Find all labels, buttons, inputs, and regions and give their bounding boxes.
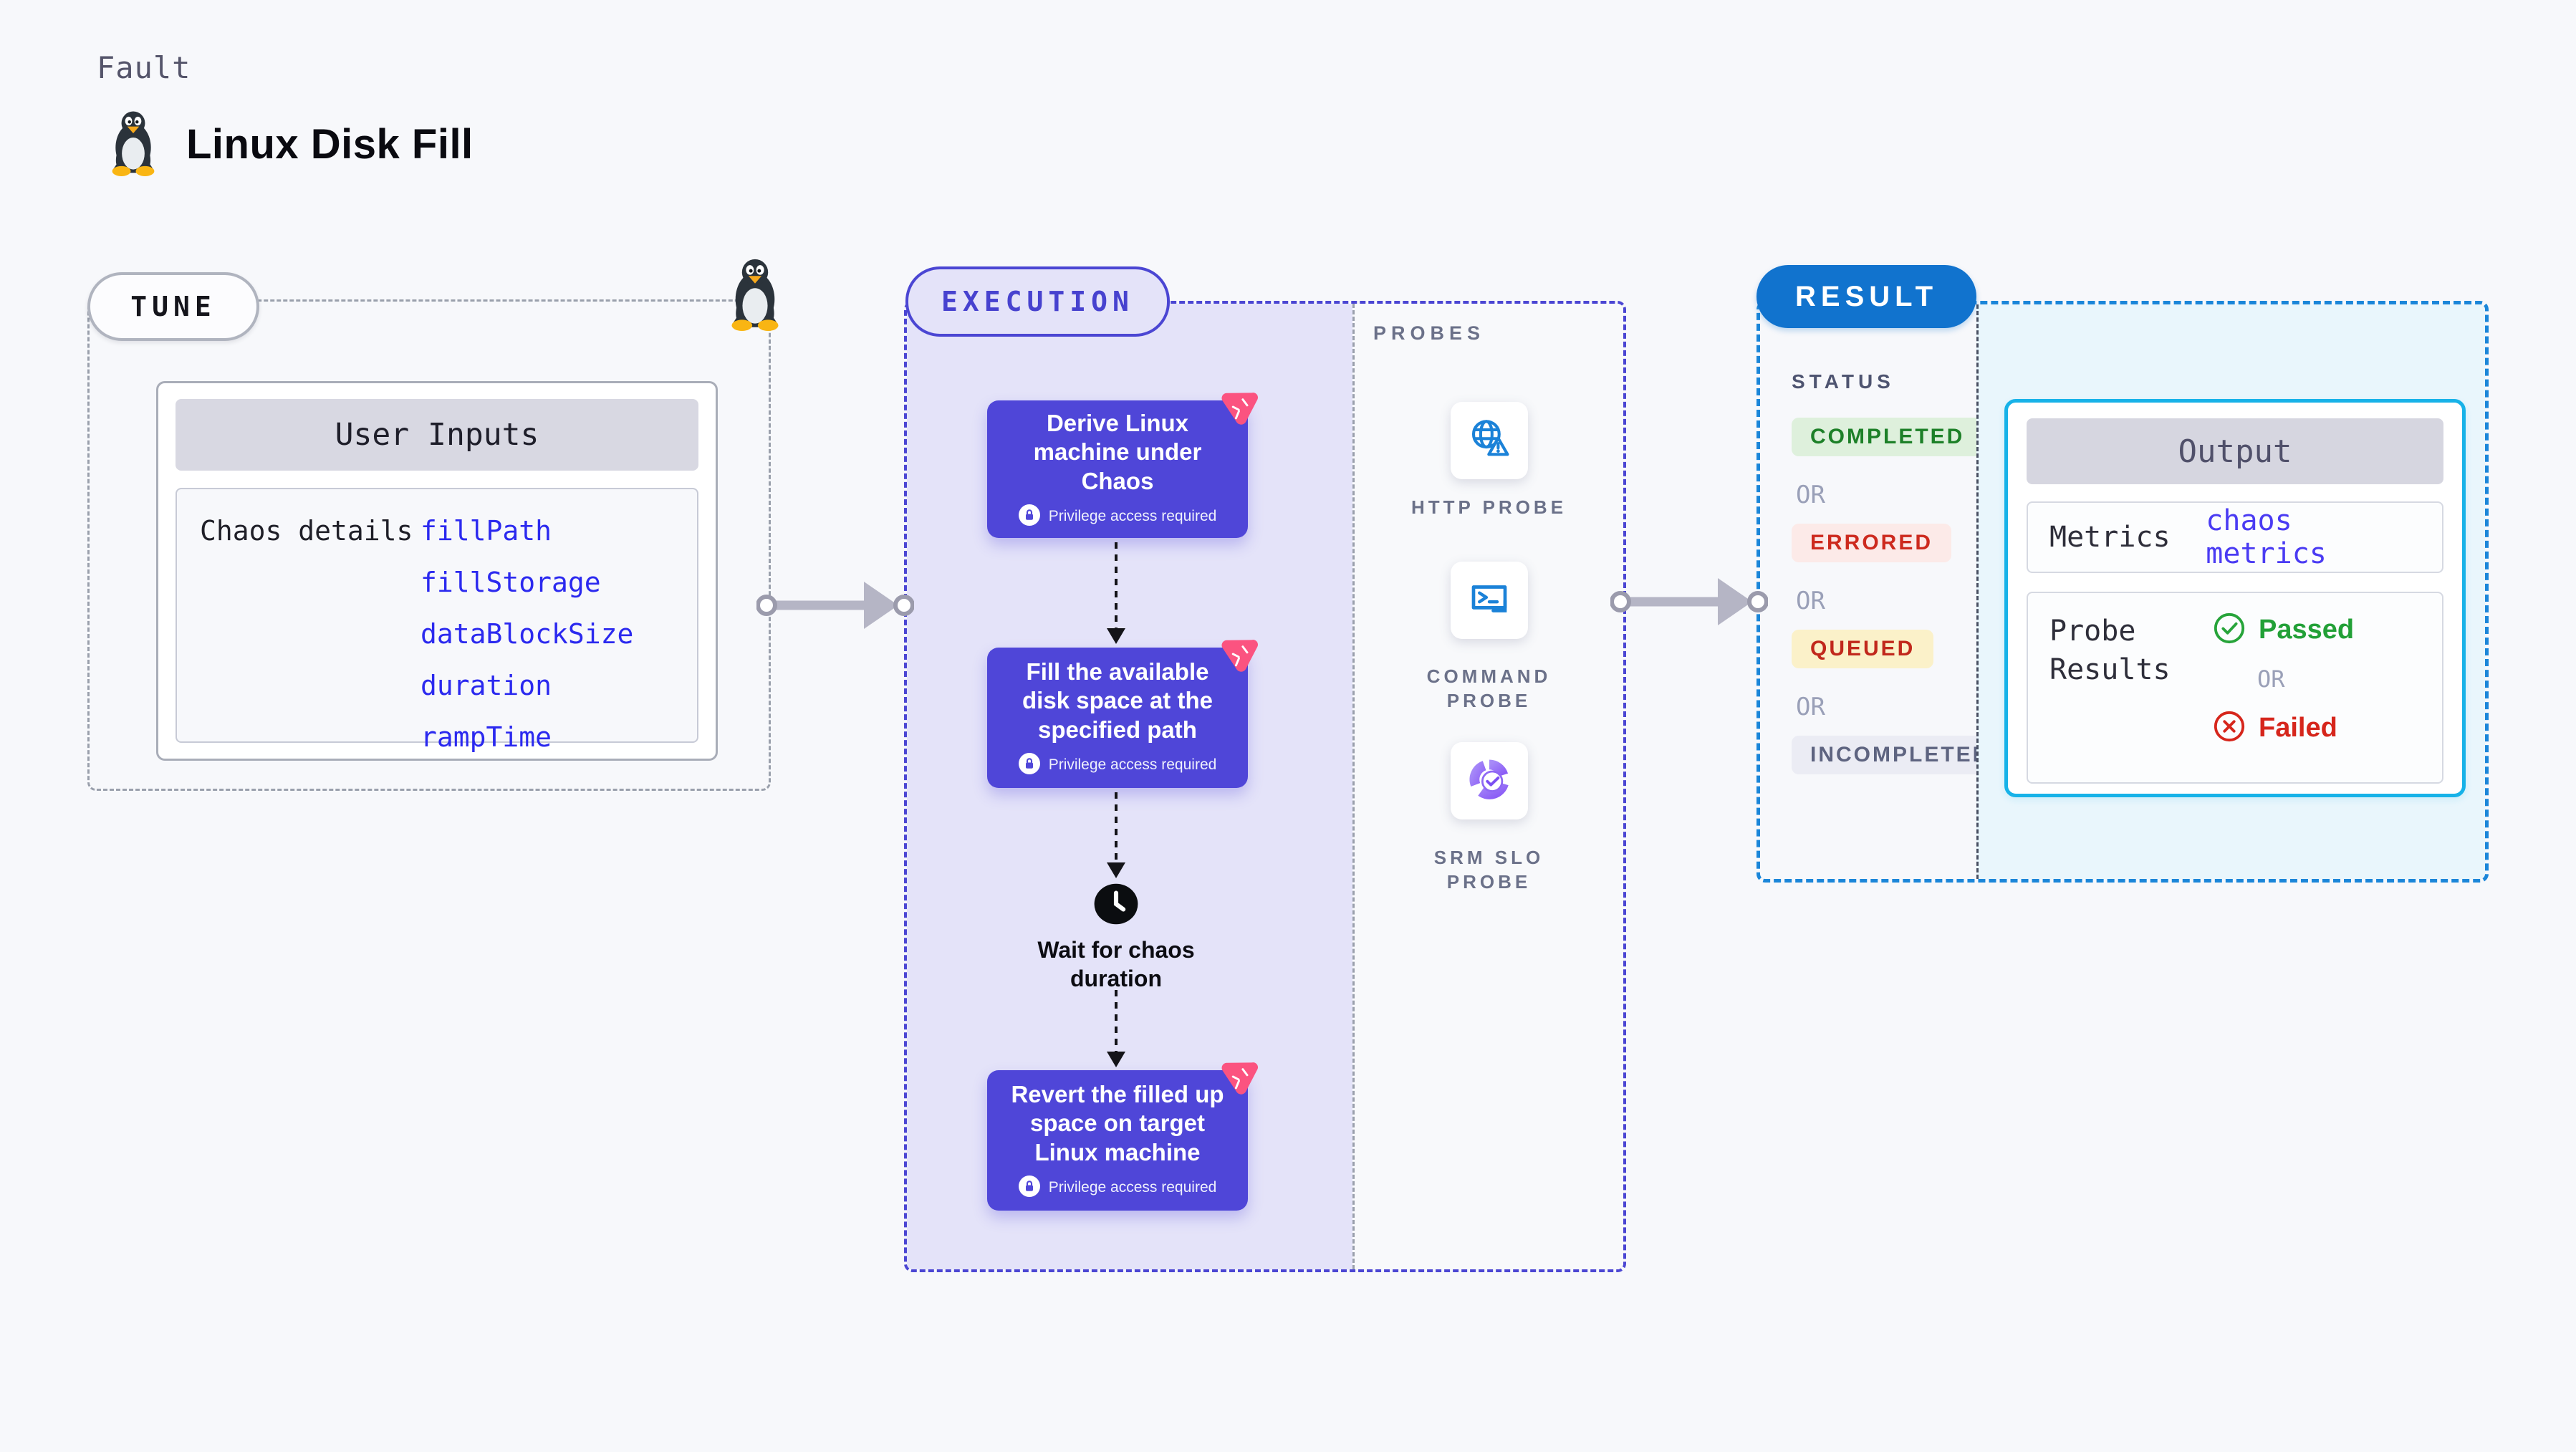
user-inputs-title: User Inputs (176, 399, 698, 471)
status-badge-incompleted: INCOMPLETED (1792, 736, 2009, 774)
arrow-right-icon (1610, 578, 1768, 625)
litmus-chaos-icon (1213, 632, 1261, 679)
command-probe-label: COMMAND PROBE (1426, 665, 1552, 711)
or-label: OR (1796, 481, 1825, 509)
user-inputs-panel: User Inputs Chaos details fillPath fillS… (156, 381, 718, 761)
status-badge-errored: ERRORED (1792, 524, 1952, 562)
tux-penguin-icon (725, 256, 785, 335)
status-column: STATUS COMPLETED OR ERRORED OR QUEUED OR… (1760, 304, 2009, 879)
probe-results-values: Passed OR Failed (2213, 612, 2354, 746)
param-fillpath[interactable]: fillPath (420, 515, 552, 547)
check-circle-icon (2213, 612, 2246, 648)
chaos-metrics-link[interactable]: chaos metrics (2206, 504, 2327, 570)
command-probe-card[interactable] (1450, 562, 1528, 639)
probes-panel: PROBES HTTP PROBE (1352, 304, 1623, 1269)
execution-badge: EXECUTION (905, 266, 1170, 337)
privilege-note: Privilege access required (1018, 504, 1217, 529)
status-heading: STATUS (1792, 370, 1895, 393)
tune-badge: TUNE (87, 272, 259, 341)
param-datablocksize[interactable]: dataBlockSize (420, 618, 634, 650)
privilege-note-text: Privilege access required (1048, 1179, 1217, 1196)
flow-connector (1107, 990, 1125, 1067)
globe-alert-icon (1466, 415, 1513, 466)
srm-slo-probe-card[interactable] (1450, 742, 1528, 819)
srm-slo-probe-label: SRM SLO PROBE (1433, 847, 1544, 893)
passed-label: Passed (2259, 615, 2355, 645)
result-section: STATUS COMPLETED OR ERRORED OR QUEUED OR… (1756, 301, 2489, 883)
clock-icon (1093, 881, 1139, 927)
step-derive-machine: Derive Linux machine under Chaos Privile… (987, 393, 1258, 538)
terminal-icon (1466, 575, 1513, 626)
x-circle-icon (2213, 710, 2246, 746)
step-revert-space: Revert the filled up space on target Lin… (987, 1062, 1258, 1211)
or-label: OR (2257, 665, 2285, 693)
flow-connector (1107, 542, 1125, 644)
result-badge: RESULT (1756, 265, 1977, 328)
param-duration[interactable]: duration (420, 670, 552, 701)
step-title: Derive Linux machine under Chaos (1033, 410, 1202, 494)
tune-section (87, 299, 771, 791)
output-panel: Output Metrics chaos metrics Probe Resul… (2004, 399, 2466, 797)
tux-penguin-icon (106, 109, 160, 180)
privilege-note-text: Privilege access required (1048, 756, 1217, 774)
step-fill-disk: Fill the available disk space at the spe… (987, 640, 1258, 788)
execution-section: PROBES HTTP PROBE (904, 301, 1626, 1272)
metrics-row: Metrics chaos metrics (2027, 501, 2443, 573)
output-title: Output (2027, 418, 2443, 484)
param-ramptime[interactable]: rampTime (420, 721, 552, 753)
or-label: OR (1796, 693, 1825, 721)
chaos-details-panel: Chaos details fillPath fillStorage dataB… (176, 488, 698, 753)
http-probe-label: HTTP PROBE (1410, 496, 1567, 518)
privilege-note: Privilege access required (1018, 752, 1217, 778)
probes-heading: PROBES (1373, 322, 1486, 344)
failed-line: Failed (2213, 710, 2354, 746)
status-badge-queued: QUEUED (1792, 630, 1934, 668)
param-list: fillPath fillStorage dataBlockSize durat… (420, 515, 633, 753)
privilege-note: Privilege access required (1018, 1175, 1217, 1201)
fault-kicker: Fault (97, 50, 191, 85)
page-header: Linux Disk Fill (106, 109, 474, 180)
output-zone: Output Metrics chaos metrics Probe Resul… (1976, 304, 2485, 879)
litmus-chaos-icon (1213, 1054, 1261, 1102)
passed-line: Passed (2213, 612, 2354, 648)
arrow-right-icon (756, 582, 914, 629)
lock-icon (1018, 504, 1040, 529)
param-fillstorage[interactable]: fillStorage (420, 567, 601, 598)
flow-connector (1107, 792, 1125, 878)
metrics-label: Metrics (2049, 521, 2171, 554)
status-badge-completed: COMPLETED (1792, 418, 1984, 456)
probe-results-row: Probe Results Passed OR (2027, 592, 2443, 784)
probe-results-label: Probe Results (2049, 615, 2171, 686)
privilege-note-text: Privilege access required (1048, 508, 1217, 525)
wait-duration-label: Wait for chaos duration (1037, 937, 1195, 991)
litmus-chaos-icon (1213, 385, 1261, 432)
chaos-details-label: Chaos details (200, 515, 413, 547)
lock-icon (1018, 752, 1040, 778)
step-title: Revert the filled up space on target Lin… (1011, 1081, 1224, 1165)
http-probe-card[interactable] (1450, 402, 1528, 479)
failed-label: Failed (2259, 713, 2337, 743)
slo-donut-check-icon (1466, 756, 1513, 807)
step-title: Fill the available disk space at the spe… (1022, 658, 1213, 743)
or-label: OR (1796, 587, 1825, 615)
page-title: Linux Disk Fill (186, 121, 474, 168)
lock-icon (1018, 1175, 1040, 1201)
